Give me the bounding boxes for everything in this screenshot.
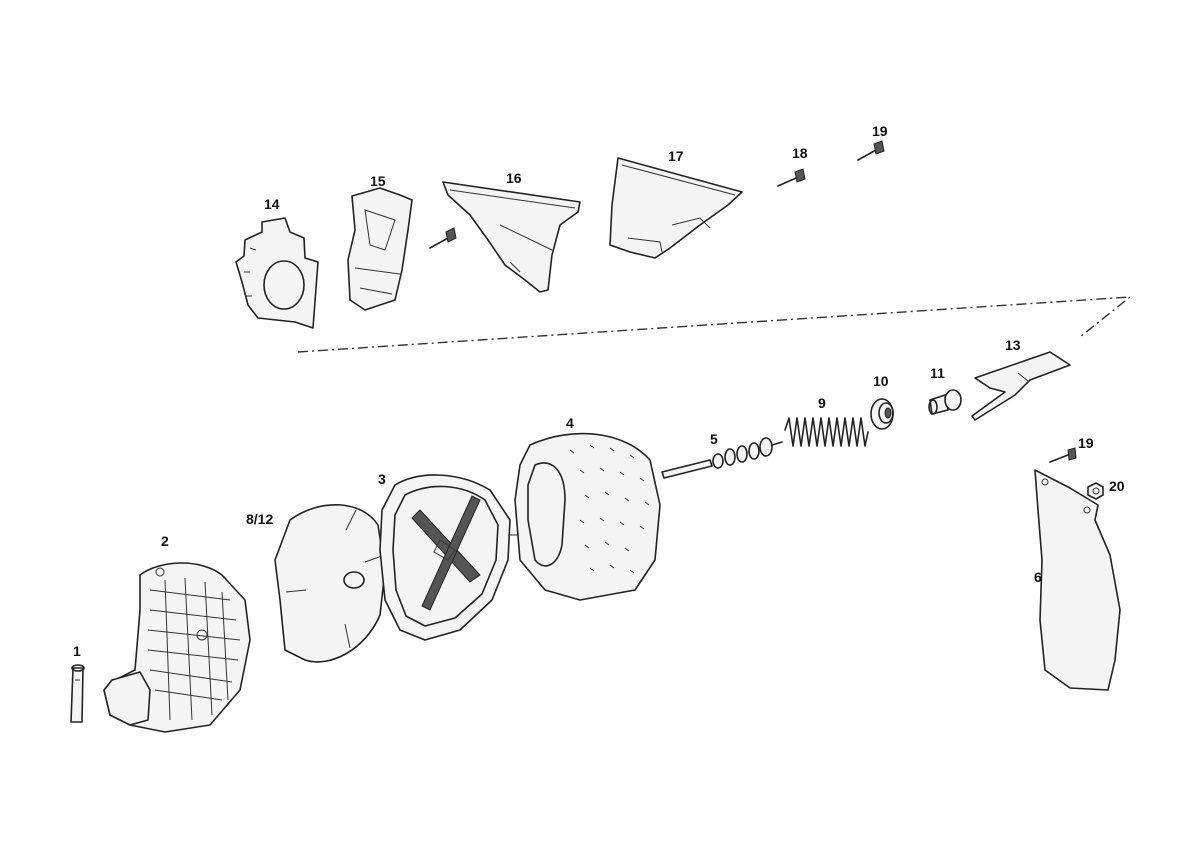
part-9-spring[interactable]	[784, 417, 869, 447]
part-20-nut[interactable]	[1087, 482, 1104, 500]
label-part-11: 11	[930, 365, 945, 381]
part-18-screw[interactable]	[777, 168, 806, 187]
label-part-16: 16	[506, 170, 522, 186]
label-part-13: 13	[1005, 337, 1021, 353]
screw-15-16[interactable]	[429, 227, 457, 249]
part-17-duct[interactable]	[609, 157, 743, 259]
label-part-20: 20	[1109, 478, 1125, 494]
part-6-curved-guard[interactable]	[1034, 469, 1121, 691]
label-part-9: 9	[818, 395, 826, 411]
label-part-8-12: 8/12	[246, 511, 273, 527]
label-part-6: 6	[1034, 569, 1042, 585]
label-part-3: 3	[378, 471, 386, 487]
part-3-filter-frame[interactable]	[379, 474, 520, 641]
part-8-12-filter-plate[interactable]	[274, 503, 386, 663]
part-16-duct[interactable]	[442, 181, 581, 293]
label-part-4: 4	[566, 415, 574, 431]
part-4-foam-filter[interactable]	[514, 432, 661, 601]
part-15-cover[interactable]	[347, 187, 413, 311]
label-part-15: 15	[370, 173, 386, 189]
part-19-screw-lower[interactable]	[1049, 447, 1077, 463]
label-part-18: 18	[792, 145, 808, 161]
label-part-1: 1	[73, 643, 81, 659]
label-part-5: 5	[710, 431, 718, 447]
part-14-panel[interactable]	[235, 217, 319, 329]
part-10-washer[interactable]	[870, 398, 894, 430]
part-13-bracket[interactable]	[971, 351, 1071, 421]
label-part-17: 17	[668, 148, 684, 164]
part-11-fastener[interactable]	[928, 389, 962, 415]
part-1-hose[interactable]	[70, 664, 85, 723]
label-part-19-upper: 19	[872, 123, 888, 139]
label-part-10: 10	[873, 373, 889, 389]
label-part-19-lower: 19	[1078, 435, 1094, 451]
label-part-14: 14	[264, 196, 280, 212]
part-19-screw-upper[interactable]	[857, 140, 885, 161]
part-5-valve-rod[interactable]	[661, 437, 783, 479]
part-2-airbox-housing[interactable]	[103, 562, 251, 733]
label-part-2: 2	[161, 533, 169, 549]
